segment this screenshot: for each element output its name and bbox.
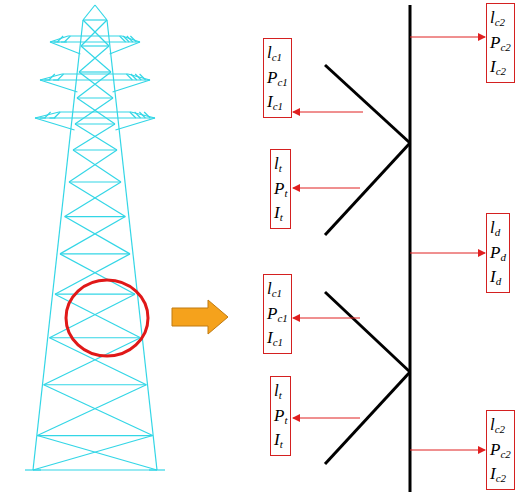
symbol-label: It	[274, 428, 287, 453]
force-label-box: ldPdId	[486, 213, 510, 293]
lattice-tower	[25, 5, 165, 470]
symbol-label: Pt	[274, 177, 287, 202]
symbol-label: Pd	[490, 241, 506, 266]
force-label-box: lc1Pc1Ic1	[263, 38, 292, 118]
force-label-box: lc2Pc2Ic2	[486, 410, 515, 490]
symbol-label: Ic2	[490, 462, 511, 487]
symbol-label: Ic1	[267, 326, 288, 351]
symbol-label: lc2	[490, 6, 511, 31]
symbol-label: Pt	[274, 404, 287, 429]
symbol-label: lc2	[490, 413, 511, 438]
symbol-label: Pc2	[490, 438, 511, 463]
symbol-label: lt	[274, 152, 287, 177]
force-label-box: ltPtIt	[270, 376, 291, 456]
force-label-box: ltPtIt	[270, 149, 291, 229]
symbol-label: Ic2	[490, 55, 511, 80]
force-label-box: lc1Pc1Ic1	[263, 274, 292, 354]
tower-members	[325, 5, 410, 492]
symbol-label: Pc1	[267, 302, 288, 327]
symbol-label: Pc1	[267, 66, 288, 91]
symbol-label: It	[274, 201, 287, 226]
symbol-label: lt	[274, 379, 287, 404]
symbol-label: Ic1	[267, 90, 288, 115]
symbol-label: Id	[490, 265, 506, 290]
symbol-label: lc1	[267, 277, 288, 302]
detail-circle	[66, 280, 148, 356]
symbol-label: ld	[490, 216, 506, 241]
force-arrows	[293, 37, 485, 450]
symbol-label: lc1	[267, 41, 288, 66]
force-label-box: lc2Pc2Ic2	[486, 3, 515, 83]
zoom-arrow	[172, 300, 228, 334]
symbol-label: Pc2	[490, 31, 511, 56]
